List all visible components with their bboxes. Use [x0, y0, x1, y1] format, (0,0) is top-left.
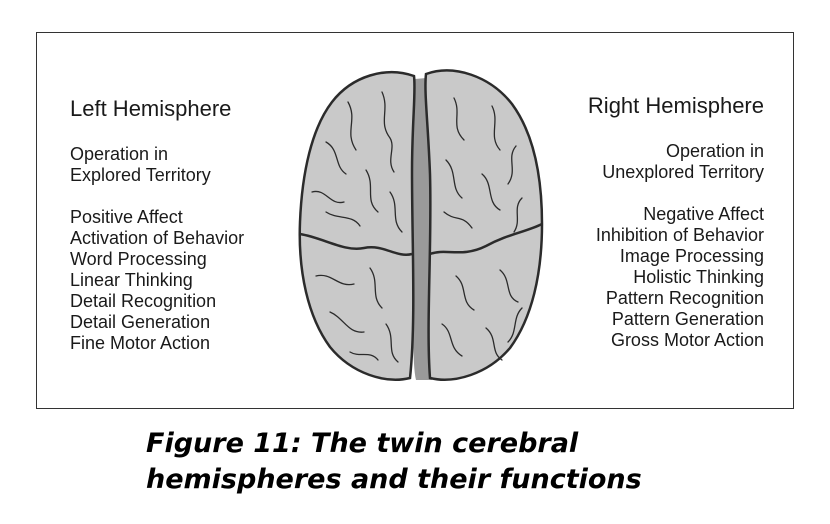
left-function-item: Positive Affect [70, 207, 183, 227]
caption-line: hemispheres and their functions [146, 464, 642, 495]
right-gyri [441, 97, 523, 361]
right-function-item: Pattern Generation [611, 309, 764, 329]
right-hemisphere-shape [424, 69, 544, 381]
caption-line: Figure 11: The twin cerebral [146, 428, 579, 459]
left-hemisphere-shape [298, 71, 416, 381]
left-gyri [311, 91, 403, 363]
left-hemisphere-list: Left Hemisphere Operation in Explored Te… [70, 96, 244, 375]
right-territory-line: Unexplored Territory [602, 162, 764, 182]
right-heading: Right Hemisphere [587, 93, 764, 118]
right-central-sulcus [429, 222, 543, 256]
left-functions: Positive Affect Activation of Behavior W… [70, 207, 244, 354]
right-function-item: Image Processing [619, 246, 764, 266]
right-hemisphere-list: Right Hemisphere Operation in Unexplored… [588, 93, 764, 372]
brain-illustration [298, 69, 544, 381]
left-territory-line: Operation in [70, 144, 169, 164]
right-function-item: Pattern Recognition [605, 288, 764, 308]
left-function-item: Fine Motor Action [70, 333, 211, 353]
figure-caption: Figure 11: The twin cerebral hemispheres… [146, 426, 766, 498]
left-function-item: Detail Generation [70, 312, 211, 332]
left-central-sulcus [299, 232, 413, 256]
left-heading: Left Hemisphere [70, 96, 232, 121]
left-function-item: Linear Thinking [70, 270, 193, 290]
left-territory-line: Explored Territory [70, 165, 211, 185]
left-function-item: Word Processing [70, 249, 207, 269]
left-function-item: Detail Recognition [70, 291, 217, 311]
right-function-item: Holistic Thinking [633, 267, 764, 287]
right-function-item: Gross Motor Action [610, 330, 764, 350]
right-territory-line: Operation in [665, 141, 764, 161]
right-territory: Operation in Unexplored Territory [588, 141, 764, 183]
right-functions: Negative Affect Inhibition of Behavior I… [588, 204, 764, 351]
left-territory: Operation in Explored Territory [70, 144, 244, 186]
right-function-item: Negative Affect [643, 204, 764, 224]
right-function-item: Inhibition of Behavior [595, 225, 764, 245]
left-function-item: Activation of Behavior [70, 228, 245, 248]
